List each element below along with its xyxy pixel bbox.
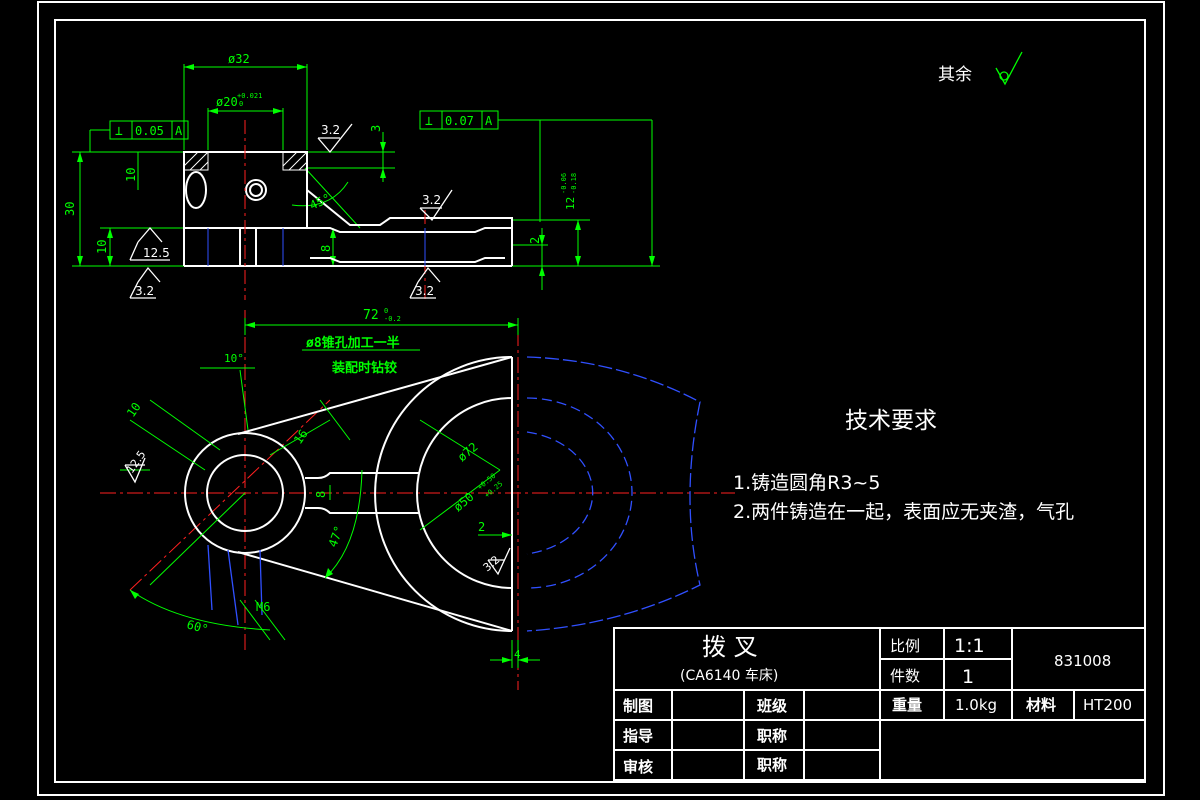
material-value: HT200 xyxy=(1083,696,1132,714)
top-roughness-symbols xyxy=(124,457,511,576)
roughness-r3: 12.5 xyxy=(143,246,170,260)
part-subtitle: (CA6140 车床) xyxy=(680,667,778,684)
scale-value: 1:1 xyxy=(954,635,985,657)
tolerance-frame-left: ⊥ 0.05 A xyxy=(109,120,189,140)
guide-label: 指导 xyxy=(623,727,653,745)
dim-12: 12 xyxy=(564,197,577,210)
tech-req-title: 技术要求 xyxy=(845,408,937,434)
front-roughness-symbols xyxy=(129,123,453,299)
dim-10deg: 10° xyxy=(224,352,244,365)
dim-12-upper: -0.06 xyxy=(560,173,568,194)
check-label: 审核 xyxy=(623,758,653,776)
inner-frame xyxy=(54,19,1146,783)
drawn-label: 制图 xyxy=(623,697,653,715)
dim-60deg: 60° xyxy=(185,617,210,636)
roughness-r4: 3.2 xyxy=(135,284,154,298)
top-view-outline xyxy=(184,356,513,632)
roughness-r6: 12.5 xyxy=(124,448,149,476)
part-name: 拨 叉 xyxy=(702,633,758,661)
dim-r16: 16 xyxy=(291,427,311,447)
tolerance-right-value: 0.07 xyxy=(445,114,474,128)
tolerance-right-symbol: ⊥ xyxy=(425,114,433,129)
scale-label: 比例 xyxy=(890,637,920,655)
tolerance-left-symbol: ⊥ xyxy=(115,124,123,139)
class-label: 班级 xyxy=(757,697,788,715)
tech-req-item-2: 2.两件铸造在一起，表面应无夹渣，气孔 xyxy=(733,501,1074,523)
dim-72-upper: 0 xyxy=(384,307,388,315)
dim-h4: 4 xyxy=(514,648,521,661)
front-view: ø32 ø20 +0.021 0 30 10 10 3 8 2 12 -0.06… xyxy=(63,52,660,300)
top-view-hidden xyxy=(207,356,701,632)
dim-r10: 10 xyxy=(124,400,144,420)
title-block xyxy=(613,627,1146,781)
dim-d72: ø72 xyxy=(455,440,481,465)
material-label: 材料 xyxy=(1026,696,1056,714)
dim-8: 8 xyxy=(319,245,333,252)
dim-10-upper: 10 xyxy=(124,168,138,182)
roughness-r5: 3.2 xyxy=(415,284,434,298)
roughness-r1: 3.2 xyxy=(321,123,340,137)
front-view-arrows xyxy=(77,64,655,276)
dim-2: 2 xyxy=(528,237,542,244)
tolerance-left-datum: A xyxy=(175,124,183,138)
top-view-dim-lines xyxy=(120,318,540,668)
roughness-rest-symbol xyxy=(995,51,1023,86)
outer-frame xyxy=(37,1,1165,796)
dim-d32: ø32 xyxy=(228,52,250,66)
roughness-rest-label: 其余 xyxy=(938,65,972,85)
tech-req-item-1: 1.铸造圆角R3~5 xyxy=(733,472,880,494)
tolerance-frame-right: ⊥ 0.07 A xyxy=(419,110,499,130)
hole-note-line1: ø8锥孔加工一半 xyxy=(306,335,400,351)
roughness-r2: 3.2 xyxy=(422,193,441,207)
front-view-outline xyxy=(183,151,513,267)
dim-72-lower: -0.2 xyxy=(384,315,401,323)
front-view-centerlines xyxy=(207,120,426,300)
dim-12-lower: -0.18 xyxy=(570,173,578,194)
dim-47deg: 47° xyxy=(326,524,347,549)
dim-m6: M6 xyxy=(256,600,270,614)
dim-8b: 8 xyxy=(314,491,328,498)
dim-10-lower: 10 xyxy=(95,240,109,254)
dim-72: 72 xyxy=(363,308,379,323)
weight-value: 1.0kg xyxy=(955,696,997,714)
dim-3: 3 xyxy=(369,125,383,132)
hole-note-line2: 装配时钻铰 xyxy=(331,360,397,376)
drawing-number: 831008 xyxy=(1054,652,1111,670)
dim-30: 30 xyxy=(63,202,77,216)
top-view-arrows xyxy=(130,322,528,663)
dim-h2: 2 xyxy=(478,520,485,534)
front-view-hatch xyxy=(183,151,308,171)
top-view: 72 0 -0.2 10° 10 16 ø72 8 ø50 +0.50 +0.2… xyxy=(100,307,735,690)
tolerance-left-value: 0.05 xyxy=(135,124,164,138)
dim-d20: ø20 xyxy=(216,95,238,109)
dim-d20-upper: +0.021 xyxy=(237,92,262,100)
title2-label: 职称 xyxy=(757,756,787,774)
qty-value: 1 xyxy=(962,666,974,688)
tolerance-right-datum: A xyxy=(485,114,493,128)
title1-label: 职称 xyxy=(757,727,787,745)
dim-d20-lower: 0 xyxy=(239,100,243,108)
weight-label: 重量 xyxy=(892,696,922,714)
qty-label: 件数 xyxy=(890,667,920,685)
